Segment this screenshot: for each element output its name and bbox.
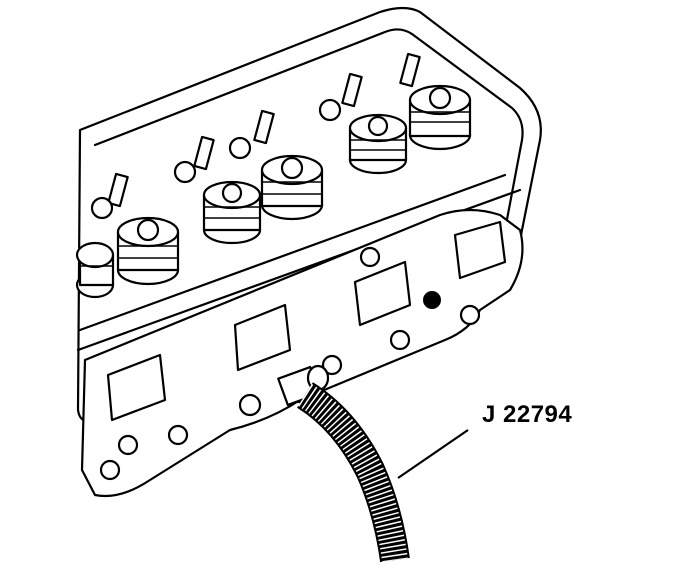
port-face — [80, 208, 524, 498]
valve-springs — [75, 84, 472, 299]
callout-leader-line — [397, 429, 469, 479]
spark-plug-thread-tool-icon — [296, 382, 410, 563]
tool-callout-label: J 22794 — [482, 401, 573, 428]
rocker-studs — [90, 52, 421, 220]
